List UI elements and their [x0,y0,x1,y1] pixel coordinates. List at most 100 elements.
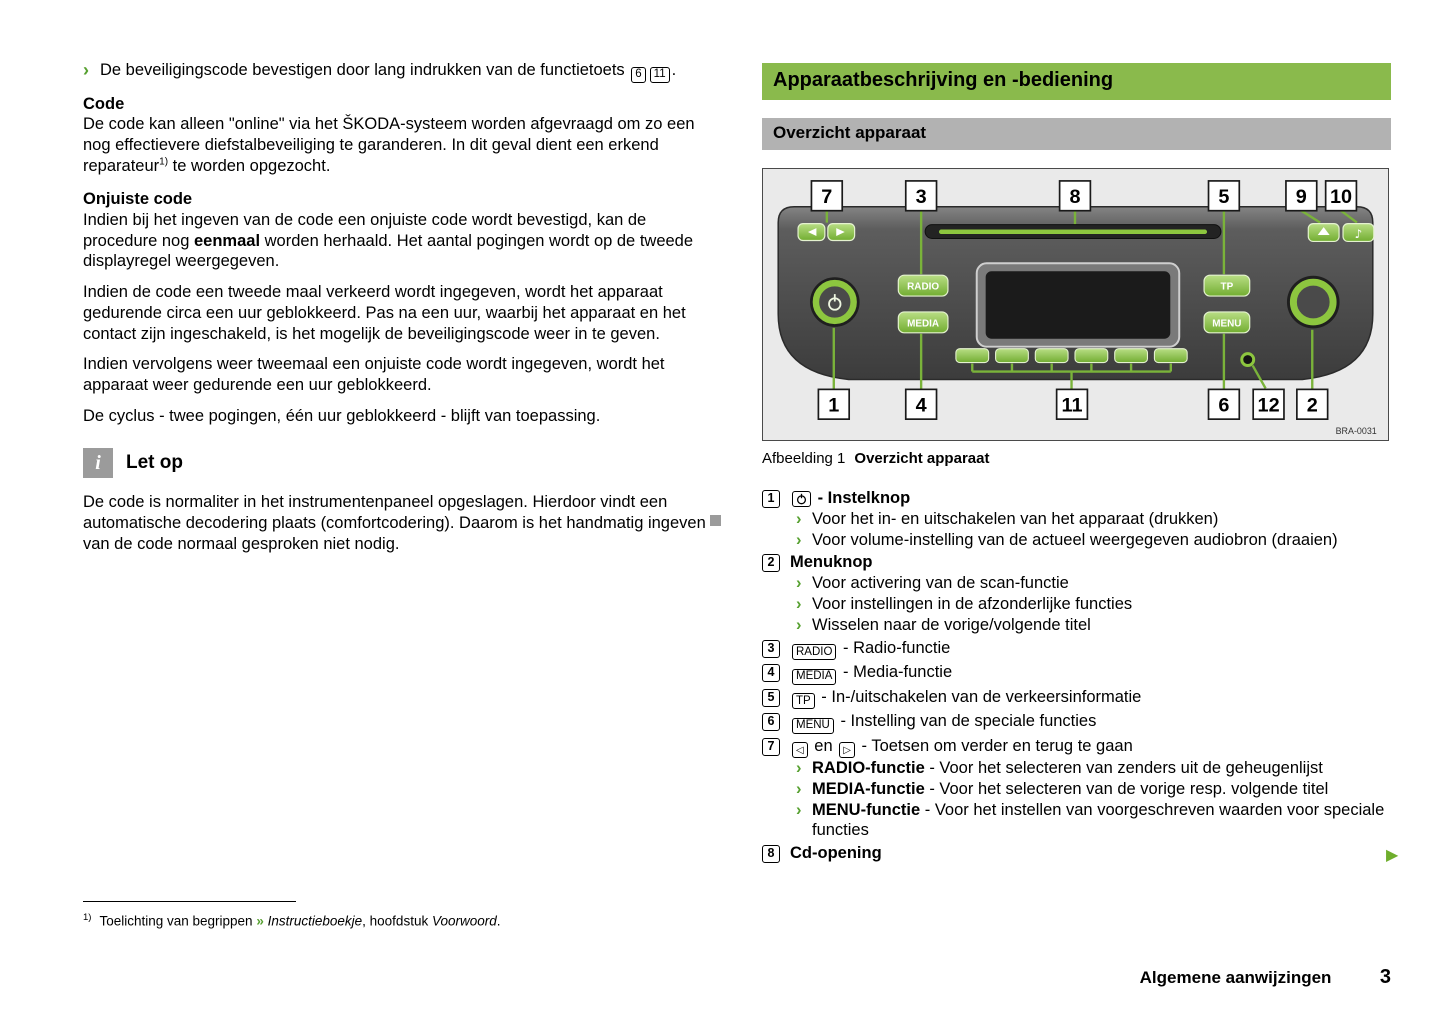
intro-text: De beveiligingscode bevestigen door lang… [100,61,630,79]
radio-button-label: RADIO [907,282,939,293]
heading-code: Code [83,94,125,113]
subitem-text: - Voor het instellen van voorgeschreven … [812,800,1385,840]
list-subitem: ›MEDIA-functie - Voor het selecteren van… [762,779,1391,800]
tp-key: TP [792,693,815,710]
power-key-icon [792,491,811,507]
callout-8: 8 [1069,186,1080,208]
callout-ref: 4 [762,664,780,683]
display-screen [985,271,1171,339]
callout-ref: 1 [762,490,780,508]
subitem-text: - Voor het selecteren van zenders uit de… [924,759,1323,778]
subitem-text: Wisselen naar de vorige/volgende titel [812,615,1091,634]
callout-9: 9 [1296,186,1307,208]
list-subitem: ›Voor volume-instelling van de actueel w… [762,530,1391,551]
function-key-11: 11 [649,66,670,83]
chevron-bullet-icon: › [796,615,802,634]
footnote-marker: 1) [83,912,92,923]
arrow-left-key-icon: ◁ [792,742,808,759]
figure-watermark: BRA-0031 [1336,426,1377,436]
page-number: 3 [1379,966,1391,988]
list-item-1: 1 - Instelknop [762,488,1391,509]
list-item-6: 6 MENU - Instelling van de speciale func… [762,711,1391,734]
callout-legend: 1 - Instelknop › Voor het in- en uitschak… [762,488,1391,864]
callout-ref: 8 [762,845,780,864]
text-segment: worden herhaald. Het aantal pogingen wor… [83,231,694,271]
list-subitem: ›RADIO-functie - Voor het selecteren van… [762,758,1391,779]
callout-ref: 6 [762,713,780,732]
section-header: Overzicht apparaat [762,118,1391,150]
wrong-code-p1: Indien bij het ingeven van de code een o… [83,210,707,272]
info-icon: i [83,448,113,479]
device-overview-svg: ♪ RADIO MEDIA TP [764,169,1387,440]
item-content: - Instelknop [790,488,1391,509]
chapter-header: Apparaatbeschrijving en -bediening [762,63,1391,100]
figure-caption-label: Afbeelding 1 [762,450,846,467]
cross-ref-title: Instructieboekje [267,913,363,929]
media-key: MEDIA [792,668,837,685]
chevron-bullet-icon: › [796,594,802,613]
item-text: - Media-functie [843,663,953,682]
preset-buttons [955,348,1188,364]
list-subitem: › Voor instellingen in de afzonderlijke f… [762,594,1391,615]
item-label: Cd-opening [790,844,882,863]
menu-key: MENU [792,717,834,734]
callout-6: 6 [1218,395,1229,417]
text-segment: . [496,913,501,929]
subitem-text: Voor instellingen in de afzonderlijke fu… [812,594,1133,613]
subitem-text: Voor volume-instelling van de actueel we… [812,530,1338,549]
footer-section-title: Algemene aanwijzingen [1139,968,1332,987]
chevron-bullet-icon: › [796,759,802,778]
function-key-6: 6 [631,66,646,83]
chevron-bullet-icon: › [796,574,802,593]
device-figure: ♪ RADIO MEDIA TP [762,168,1389,441]
radio-key: RADIO [792,644,837,661]
callout-ref: 3 [762,639,780,658]
sound-button [1342,223,1375,243]
cd-slot-light [939,229,1208,235]
heading-wrong-code: Onjuiste code [83,190,193,209]
callout-lines [825,209,1358,390]
wrong-code-p4: De cyclus - twee pogingen, één uur geblo… [83,406,601,425]
callout-12: 12 [1258,395,1280,417]
arrow-left-icon [807,228,817,237]
power-knob [809,277,860,327]
left-column: › De beveiligingscode bevestigen door la… [83,60,721,554]
text-bold: eenmaal [194,231,261,250]
media-button [897,311,949,334]
bullet-body: De beveiligingscode bevestigen door lang… [100,60,676,83]
chevron-bullet-icon: › [796,509,802,528]
wrong-code-p3: Indien vervolgens weer tweemaal een onju… [83,355,665,394]
text-segment: Indien bij het ingeven van de code een o… [83,211,647,250]
list-subitem: ›MENU-functie - Voor het instellen van v… [762,800,1391,842]
menu-button [1203,311,1251,334]
note-title: Let op [126,451,183,473]
subitem-bold: MENU-functie [812,800,921,819]
callout-11: 11 [1062,395,1083,417]
footnote-line: 1)Toelichting van begrippen » Instructie… [83,909,703,930]
text-segment: te worden opgezocht. [168,156,331,175]
chapter-ref: Voorwoord [431,913,497,929]
callout-4: 4 [916,395,927,417]
list-item-7: 7 ◁ en ▷ - Toetsen om verder en terug te… [762,736,1391,759]
menu-button-label: MENU [1212,318,1241,329]
list-subitem: › Wisselen naar de vorige/volgende titel [762,615,1391,636]
seek-buttons [797,223,856,242]
tp-button-label: TP [1221,282,1234,293]
note-header: i Let op [83,448,707,479]
callout-ref: 7 [762,737,780,756]
media-button-label: MEDIA [907,318,939,329]
code-paragraph: De code kan alleen "online" via het ŠKOD… [83,114,707,176]
item-text: - Instelling van de speciale functies [840,712,1097,731]
note-body: De code is normaliter in het instrumente… [83,492,721,554]
list-subitem: ›Voor activering van de scan-functie [762,573,1391,594]
bullet-item: › De beveiligingscode bevestigen door la… [83,60,707,83]
list-item-4: 4 MEDIA - Media-functie [762,662,1391,685]
list-item-8: 8 Cd-opening [762,843,1391,864]
continuation-arrow-icon: ▶ [1386,845,1399,864]
footnote-ref-icon: 1) [159,156,169,168]
subitem-text: Voor het in- en uitschakelen van het app… [812,509,1219,528]
subitem-text: - Voor het selecteren van de vorige resp… [924,779,1329,798]
footnote-rule [83,901,296,902]
menu-knob [1286,275,1340,329]
